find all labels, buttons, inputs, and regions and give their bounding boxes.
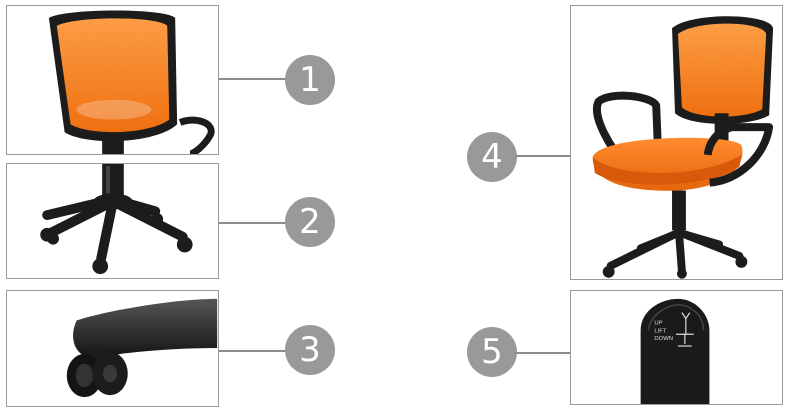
backrest-image	[48, 10, 215, 154]
full-chair-panel	[570, 5, 783, 280]
lever-detail-panel: UP LIFT DOWN	[570, 290, 783, 405]
backrest-detail-panel	[6, 5, 219, 155]
connector-line-3	[219, 350, 289, 352]
connector-line-5	[515, 352, 571, 354]
chair-pictogram-icon	[676, 312, 694, 347]
base-image	[40, 164, 193, 275]
caster-image	[66, 298, 218, 398]
callout-badge-4: 4	[467, 132, 517, 182]
callout-badge-1: 1	[285, 55, 335, 105]
connector-line-2	[219, 222, 289, 224]
callout-badge-2: 2	[285, 197, 335, 247]
connector-line-1	[219, 78, 289, 80]
callout-badge-5: 5	[467, 327, 517, 377]
lever-image: UP LIFT DOWN	[640, 298, 710, 404]
caster-detail-panel	[6, 290, 219, 407]
lever-label-up: UP	[654, 320, 662, 326]
connector-line-4	[515, 155, 571, 157]
callout-badge-3: 3	[285, 325, 335, 375]
lever-label-lift: LIFT	[654, 328, 666, 334]
lever-label-down: DOWN	[654, 336, 673, 342]
base-detail-panel	[6, 163, 219, 279]
full-chair-image	[592, 16, 774, 279]
